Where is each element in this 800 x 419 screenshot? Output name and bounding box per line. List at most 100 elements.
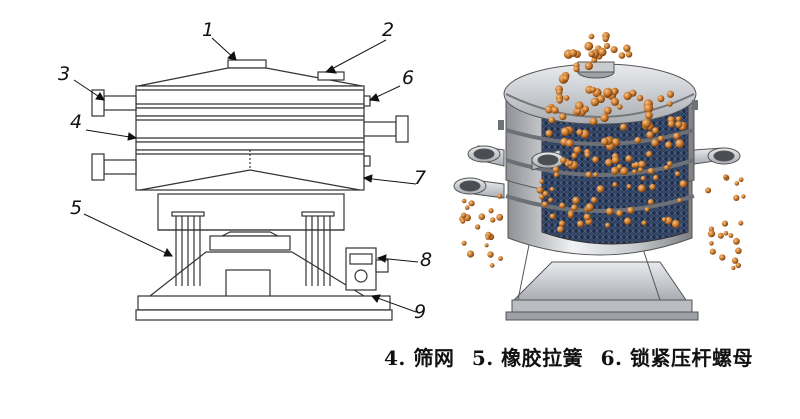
material-bead xyxy=(487,251,494,258)
material-bead xyxy=(611,156,620,164)
callout-4: 4 xyxy=(70,111,82,133)
material-bead xyxy=(617,104,623,110)
material-bead xyxy=(603,106,612,115)
material-bead xyxy=(623,44,631,52)
material-bead xyxy=(590,97,600,107)
material-bead xyxy=(485,235,490,240)
right-outlet xyxy=(363,115,409,143)
material-bead xyxy=(460,218,466,224)
technical-drawing xyxy=(91,59,409,321)
material-bead xyxy=(719,254,726,261)
outlet-spouts xyxy=(453,145,741,199)
material-bead xyxy=(489,263,495,268)
material-bead xyxy=(603,42,611,50)
callout-1: 1 xyxy=(202,19,214,41)
material-bead xyxy=(612,182,618,188)
material-bead xyxy=(709,241,714,246)
material-bead xyxy=(646,131,654,139)
material-bead xyxy=(597,47,607,57)
material-bead xyxy=(673,132,681,140)
material-bead xyxy=(610,46,618,54)
material-bead xyxy=(562,75,569,82)
material-bead xyxy=(592,156,599,164)
material-bead xyxy=(641,118,652,128)
callout-numbers: 1 2 3 4 5 6 7 8 9 xyxy=(58,19,432,323)
material-bead xyxy=(674,171,681,177)
material-bead xyxy=(671,219,681,229)
upper-frame xyxy=(135,85,365,191)
material-bead xyxy=(667,120,676,128)
material-bead xyxy=(649,183,656,191)
material-bead xyxy=(731,265,736,270)
material-bead xyxy=(591,57,598,63)
material-bead xyxy=(605,207,614,216)
base xyxy=(135,231,393,321)
material-bead xyxy=(573,66,580,73)
material-bead xyxy=(664,165,670,171)
material-bead xyxy=(567,160,574,166)
left-outlets xyxy=(91,89,137,181)
material-bead xyxy=(548,116,556,124)
material-bead xyxy=(545,129,553,138)
material-bead xyxy=(565,139,574,148)
material-bead xyxy=(553,172,560,178)
material-bead xyxy=(666,90,675,98)
motor xyxy=(345,247,389,291)
material-bead xyxy=(618,52,626,59)
material-bead xyxy=(541,201,549,208)
material-bead xyxy=(665,141,673,149)
material-bead xyxy=(738,220,744,226)
material-bead xyxy=(624,217,632,225)
material-bead xyxy=(568,212,574,218)
material-bead xyxy=(584,41,594,51)
material-bead xyxy=(625,51,633,58)
material-bead xyxy=(563,95,570,101)
material-bead xyxy=(593,172,599,178)
material-bead xyxy=(576,220,584,228)
material-bead xyxy=(560,157,567,164)
material-bead xyxy=(576,129,584,136)
material-bead xyxy=(584,151,591,158)
material-bead xyxy=(643,103,654,114)
material-bead xyxy=(588,33,595,40)
material-bead xyxy=(539,179,545,184)
material-bead xyxy=(723,174,728,179)
material-bead xyxy=(735,262,741,269)
material-bead xyxy=(637,184,646,193)
material-bead xyxy=(603,87,613,98)
material-bead xyxy=(571,204,578,211)
material-bead xyxy=(474,224,481,230)
material-bead xyxy=(664,216,673,225)
material-bead xyxy=(652,127,659,134)
material-bead xyxy=(634,136,642,144)
material-bead xyxy=(640,175,646,181)
material-bead xyxy=(488,208,494,214)
material-bead xyxy=(490,217,496,223)
material-bead xyxy=(583,213,591,221)
caption-item-screen-mesh: 4. 筛网 xyxy=(384,346,455,370)
material-bead xyxy=(468,200,475,207)
material-bead xyxy=(574,101,584,111)
material-bead xyxy=(556,88,563,96)
material-bead xyxy=(610,88,618,96)
material-bead xyxy=(620,167,629,176)
material-bead xyxy=(548,197,554,203)
material-bead xyxy=(588,50,595,58)
material-bead xyxy=(552,166,560,173)
material-bead xyxy=(723,231,729,236)
material-bead xyxy=(651,139,659,147)
material-bead xyxy=(585,171,592,178)
material-bead xyxy=(556,97,563,104)
material-bead xyxy=(619,123,628,131)
material-bead xyxy=(661,217,667,223)
material-bead xyxy=(484,243,489,248)
material-bead xyxy=(569,49,578,57)
material-bead xyxy=(667,101,673,107)
caption-item-lock-nut: 6. 锁紧压杆螺母 xyxy=(600,346,753,370)
material-bead xyxy=(675,139,685,149)
material-bead xyxy=(549,213,556,220)
material-bead xyxy=(627,206,635,214)
material-bead xyxy=(705,187,712,194)
material-bead xyxy=(575,108,582,115)
top-lid xyxy=(137,59,363,87)
